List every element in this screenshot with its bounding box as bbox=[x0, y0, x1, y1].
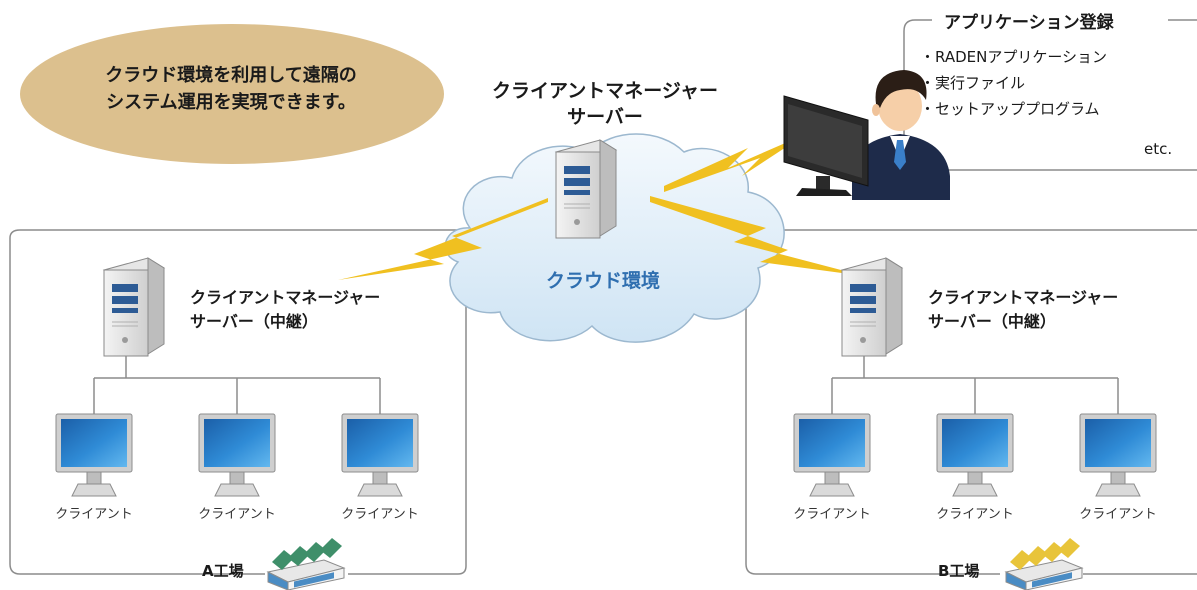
client-b1-monitor-icon bbox=[793, 413, 871, 497]
site-a-relay-line-2: サーバー（中継） bbox=[190, 312, 318, 331]
registration-item-3: ・セットアッププログラム bbox=[920, 100, 1100, 118]
factory-b-label: B工場 bbox=[938, 562, 980, 580]
main-server-title-line-2: サーバー bbox=[567, 106, 643, 128]
factory-b-icon bbox=[1004, 538, 1084, 590]
registration-item-1: ・RADENアプリケーション bbox=[920, 48, 1108, 66]
client-b3-monitor-icon bbox=[1079, 413, 1157, 497]
client-a2-label: クライアント bbox=[198, 507, 276, 522]
callout-text: クラウド環境を利用して遠隔の システム運用を実現できます。 bbox=[66, 62, 396, 116]
site-a-relay-title: クライアントマネージャー サーバー（中継） bbox=[190, 286, 380, 334]
registration-etc: etc. bbox=[1144, 140, 1173, 158]
client-b1-label: クライアント bbox=[793, 507, 871, 522]
site-b-connections bbox=[831, 356, 1119, 414]
site-b-relay-title: クライアントマネージャー サーバー（中継） bbox=[928, 286, 1118, 334]
relay-server-b-icon bbox=[841, 257, 903, 357]
relay-server-a-icon bbox=[103, 257, 165, 357]
registration-title: アプリケーション登録 bbox=[938, 8, 1120, 33]
client-b2-monitor-icon bbox=[936, 413, 1014, 497]
main-server-title: クライアントマネージャー サーバー bbox=[470, 78, 740, 130]
factory-a-label: A工場 bbox=[202, 562, 244, 580]
callout-line-1: クラウド環境を利用して遠隔の bbox=[105, 65, 357, 86]
site-a-relay-line-1: クライアントマネージャー bbox=[190, 288, 381, 307]
site-a-connections bbox=[93, 356, 381, 414]
client-a3-label: クライアント bbox=[341, 507, 419, 522]
client-a3-monitor-icon bbox=[341, 413, 419, 497]
admin-monitor-icon bbox=[783, 95, 869, 196]
registration-list: ・RADENアプリケーション ・実行ファイル ・セットアッププログラム bbox=[920, 44, 1107, 122]
factory-a-icon bbox=[266, 538, 346, 590]
site-a-frame bbox=[9, 229, 467, 575]
admin-person-icon bbox=[852, 70, 950, 200]
callout-line-2: システム運用を実現できます。 bbox=[106, 92, 356, 113]
callout-bubble bbox=[20, 24, 444, 164]
site-b-frame bbox=[745, 229, 1197, 575]
client-a1-monitor-icon bbox=[55, 413, 133, 497]
lightning-bolt-admin bbox=[664, 134, 806, 192]
main-server-title-line-1: クライアントマネージャー bbox=[492, 80, 718, 102]
site-b-relay-line-2: サーバー（中継） bbox=[928, 312, 1056, 331]
lightning-bolt-b bbox=[650, 196, 864, 276]
client-a1-label: クライアント bbox=[55, 507, 133, 522]
registration-item-2: ・実行ファイル bbox=[920, 74, 1026, 92]
client-a2-monitor-icon bbox=[198, 413, 276, 497]
client-b3-label: クライアント bbox=[1079, 507, 1157, 522]
client-b2-label: クライアント bbox=[936, 507, 1014, 522]
main-server-icon bbox=[555, 139, 617, 239]
cloud-shape bbox=[444, 133, 785, 343]
site-b-relay-line-1: クライアントマネージャー bbox=[928, 288, 1119, 307]
cloud-label: クラウド環境 bbox=[545, 270, 660, 292]
